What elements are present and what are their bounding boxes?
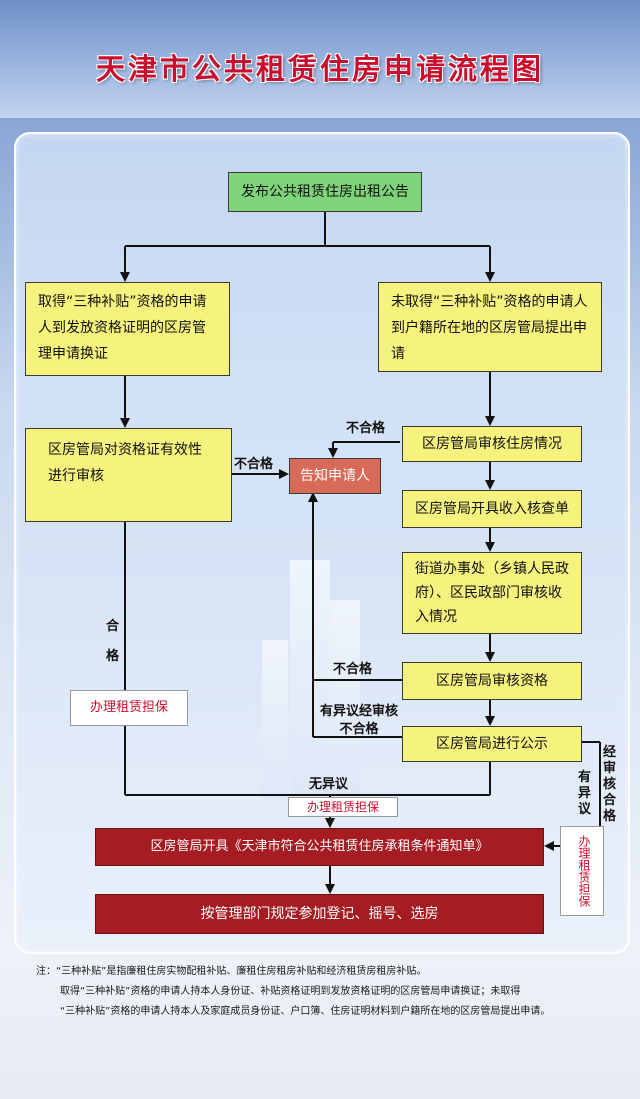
issue-notice-step: 区房管局开具《天津市符合公共租赁住房承租条件通知单》 <box>95 828 544 866</box>
building-decoration <box>262 640 288 800</box>
unqualified-label: 不合格 <box>234 457 274 472</box>
header-banner <box>0 0 640 118</box>
review-pass-label: 经审核合格 <box>603 745 617 824</box>
notify-applicant-step: 告知申请人 <box>289 458 381 494</box>
income-form-step: 区房管局开具收入核查单 <box>402 490 582 528</box>
rent-guarantee-right: 办理租赁担保 <box>560 826 604 916</box>
announce-step: 发布公共租赁住房出租公告 <box>228 172 422 212</box>
footnote-line: 注：“三种补贴”是指廉租住房实物配租补贴、廉租住房租房补贴和经济租赁房租房补贴。 <box>36 966 427 977</box>
rent-guarantee-middle: 办理租赁担保 <box>288 797 398 817</box>
unqualified-label: 不合格 <box>333 662 373 677</box>
review-qualification-step: 区房管局审核资格 <box>402 662 582 700</box>
footnotes: 注：“三种补贴”是指廉租住房实物配租补贴、廉租住房租房补贴和经济租赁房租房补贴。… <box>36 962 626 1022</box>
objection-fail-label: 有异议经审核不合格 <box>319 704 398 737</box>
review-housing-step: 区房管局审核住房情况 <box>402 426 582 462</box>
building-decoration <box>330 600 360 800</box>
footnote-line: 取得“三种补贴”资格的申请人持本人身份证、补贴资格证明到发放资格证明的区房管局申… <box>60 986 521 997</box>
qualified-label: 合格 <box>106 619 120 664</box>
unqualified-label: 不合格 <box>346 421 386 436</box>
page-title: 天津市公共租赁住房申请流程图 <box>95 52 544 86</box>
street-review-step: 街道办事处（乡镇人民政府）、区民政部门审核收入情况 <box>402 552 582 634</box>
without-subsidy-step: 未取得“三种补贴”资格的申请人到户籍所在地的区房管局提出申请 <box>378 282 602 372</box>
footnote-line: “三种补贴”资格的申请人持本人及家庭成员身份证、户口簿、住房证明材料到户籍所在地… <box>60 1006 551 1017</box>
publicize-step: 区房管局进行公示 <box>402 726 582 762</box>
register-step: 按管理部门规定参加登记、摇号、选房 <box>95 894 544 934</box>
no-objection-label: 无异议 <box>309 777 349 792</box>
flowchart-panel <box>14 132 630 954</box>
objection-label: 有异议 <box>578 770 592 817</box>
with-subsidy-step: 取得“三种补贴”资格的申请人到发放资格证明的区房管理申请换证 <box>25 282 230 376</box>
rent-guarantee-left: 办理租赁担保 <box>70 690 188 726</box>
verify-cert-step: 区房管局对资格证有效性进行审核 <box>25 428 232 522</box>
